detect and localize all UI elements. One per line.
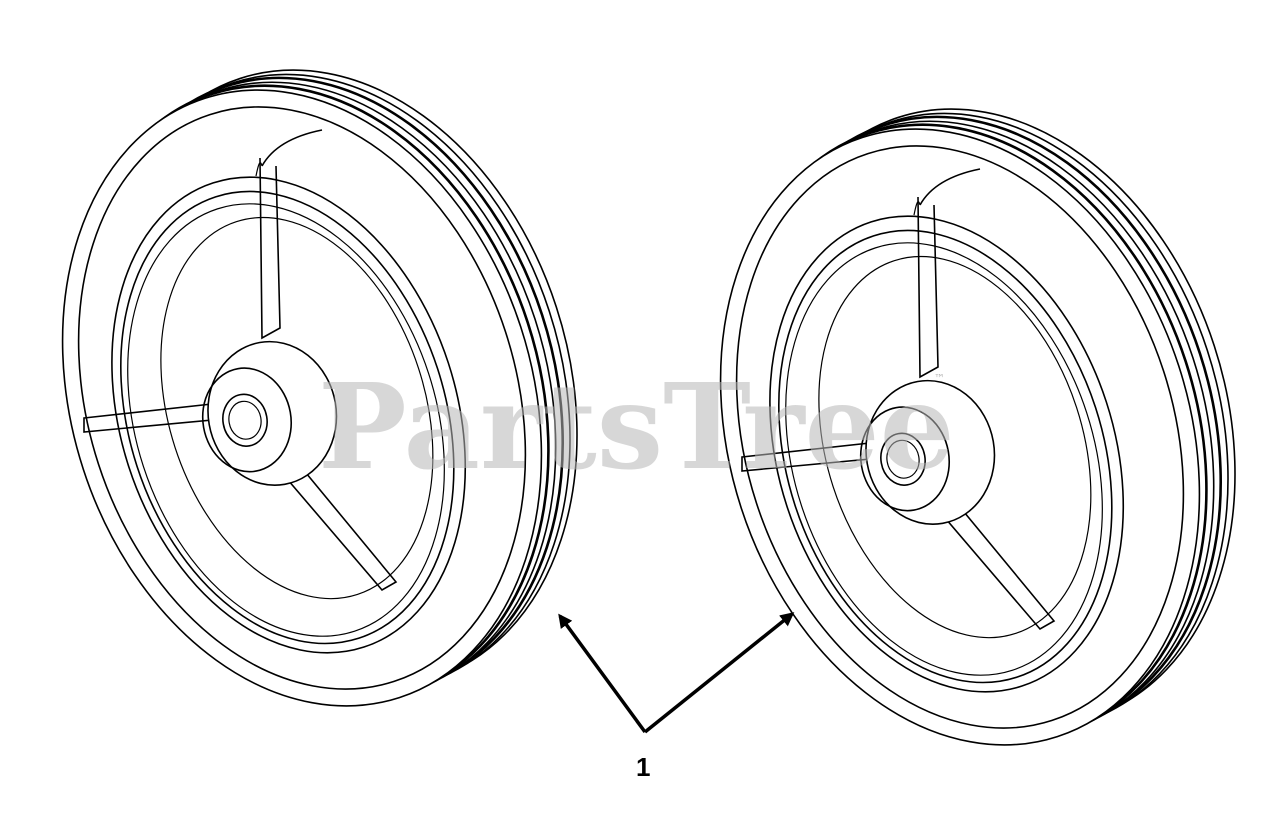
callout-arrow-left [558, 613, 647, 734]
callout-label: 1 [636, 752, 650, 782]
watermark-text: PartsTree [318, 357, 955, 496]
watermark-trademark: ™ [934, 372, 945, 385]
callout-arrow-right [643, 612, 795, 734]
